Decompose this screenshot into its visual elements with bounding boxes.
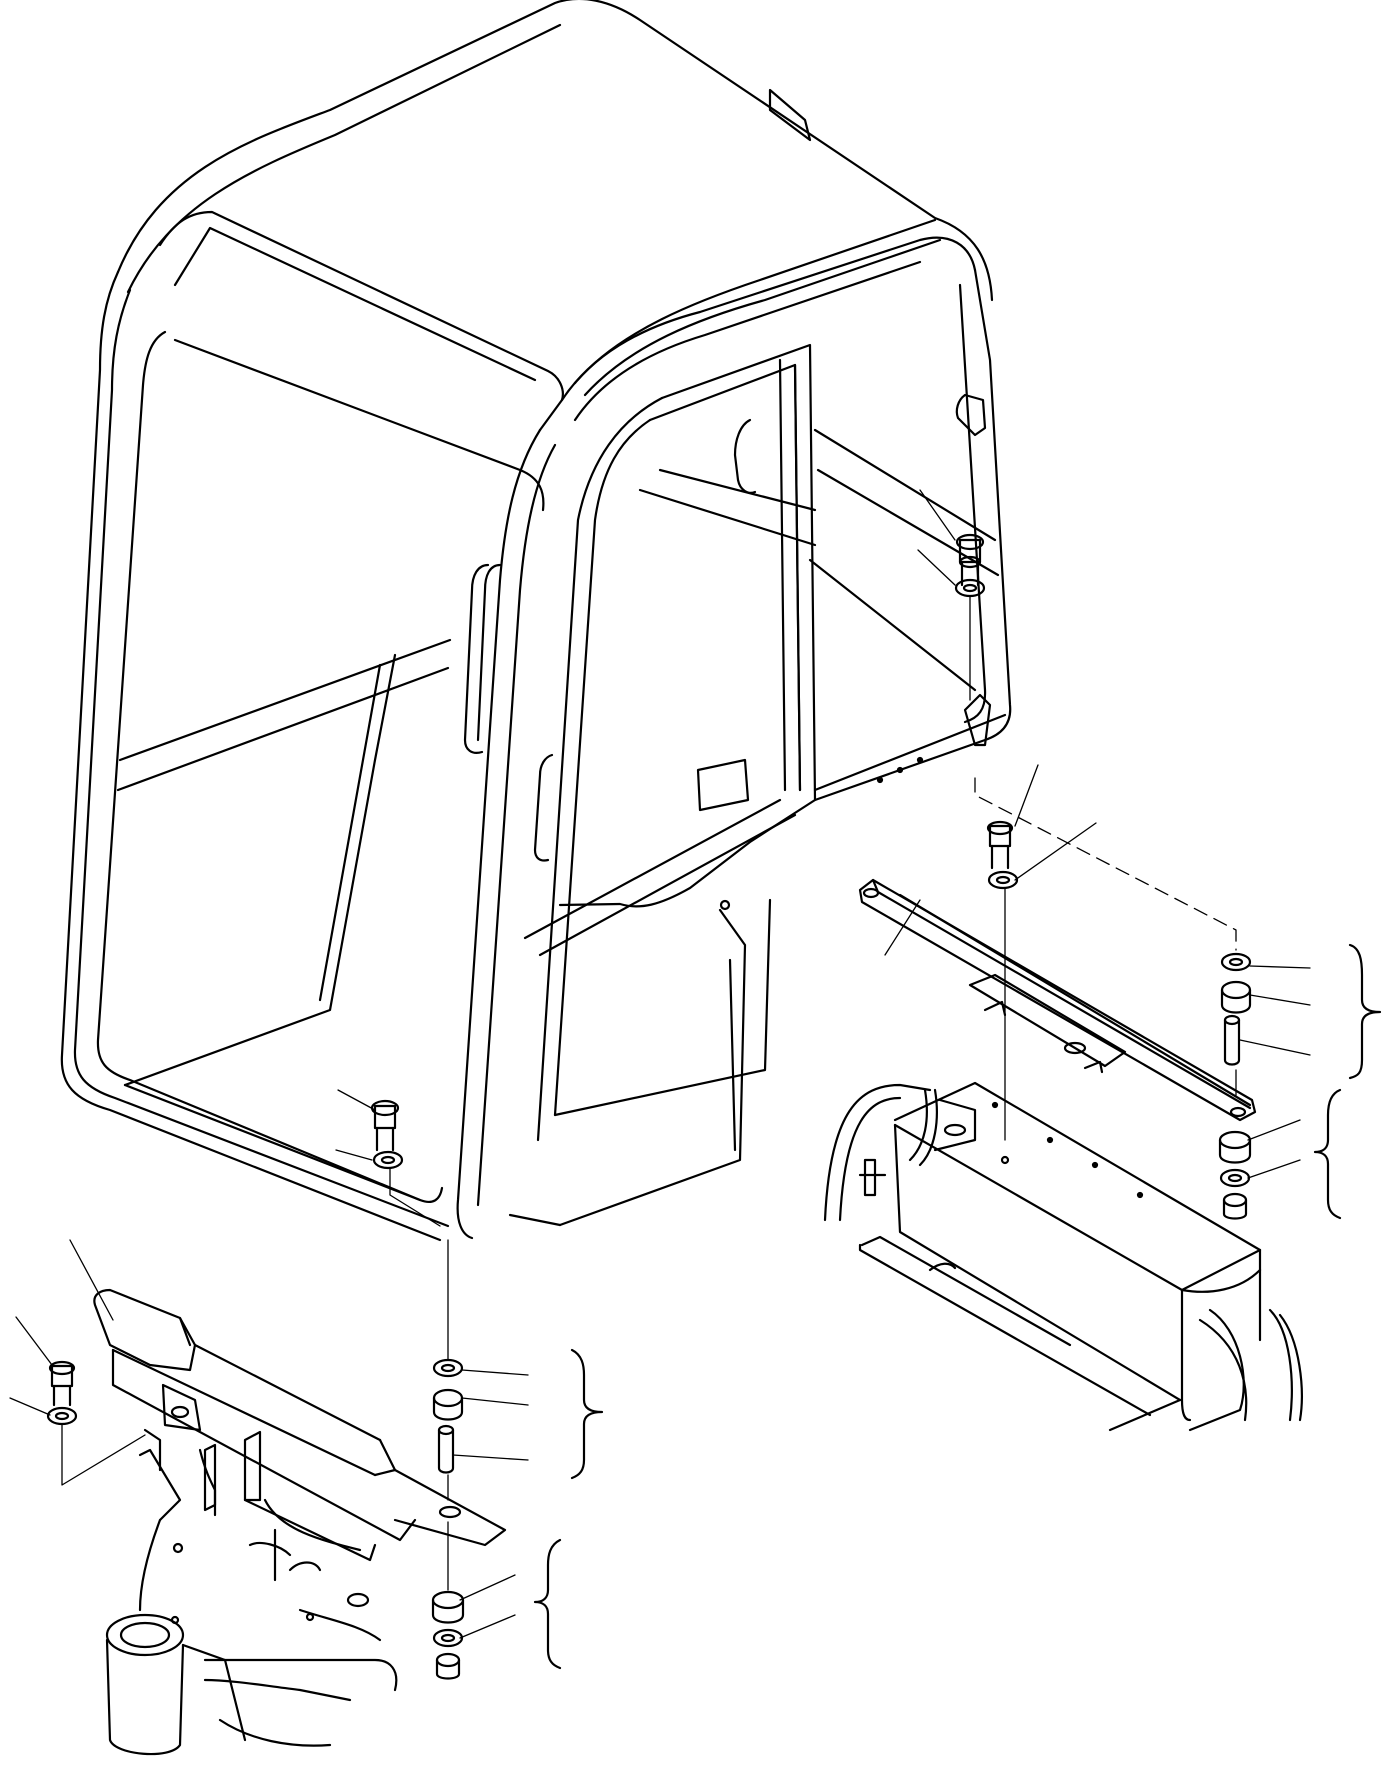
right-frame-channel bbox=[823, 1081, 1303, 1432]
bolt-lower-left bbox=[335, 1089, 441, 1227]
left-mount-bracket bbox=[9, 1239, 604, 1680]
bolt-upper-right bbox=[917, 489, 986, 701]
right-mount-bracket bbox=[858, 764, 1382, 1220]
cab-frame bbox=[60, 0, 1012, 1242]
left-frame-base bbox=[105, 1443, 398, 1756]
